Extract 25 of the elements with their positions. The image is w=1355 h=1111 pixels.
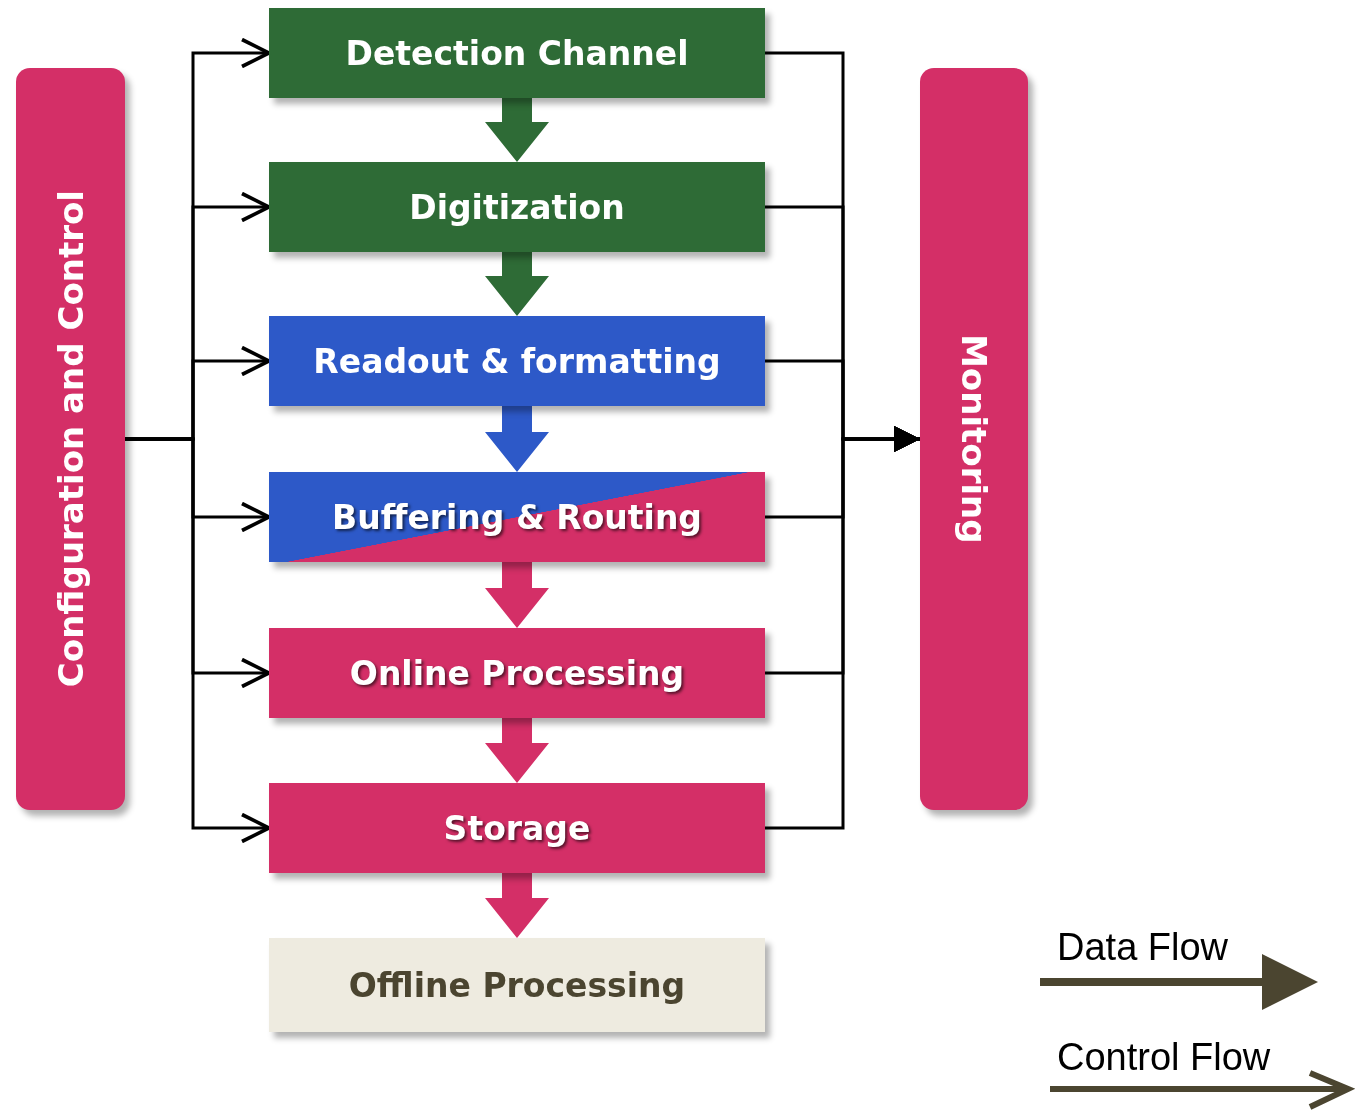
- process-box: [269, 628, 765, 718]
- process-box: [269, 472, 765, 562]
- box-label: Digitization: [409, 187, 625, 227]
- block-arrow: [485, 873, 549, 938]
- process-box: [269, 316, 765, 406]
- side-bar: [920, 68, 1028, 810]
- process-box: [269, 783, 765, 873]
- box-label: Configuration and Control: [50, 190, 91, 688]
- process-box: [269, 938, 765, 1032]
- box-label: Detection Channel: [345, 33, 689, 73]
- box-label: Readout & formatting: [313, 341, 721, 381]
- box-label: Offline Processing: [348, 965, 686, 1005]
- process-box: [269, 162, 765, 252]
- process-box: [269, 8, 765, 98]
- block-arrow: [485, 562, 549, 628]
- box-label: Storage: [443, 808, 591, 848]
- legend-label: Control Flow: [1057, 1036, 1271, 1079]
- block-arrow: [485, 98, 549, 162]
- block-arrow: [485, 252, 549, 316]
- box-label: Monitoring: [954, 334, 994, 544]
- block-arrow: [485, 406, 549, 472]
- side-bar: [16, 68, 125, 810]
- legend-label: Data Flow: [1057, 926, 1229, 969]
- block-arrow: [485, 718, 549, 783]
- box-label: Online Processing: [349, 653, 685, 693]
